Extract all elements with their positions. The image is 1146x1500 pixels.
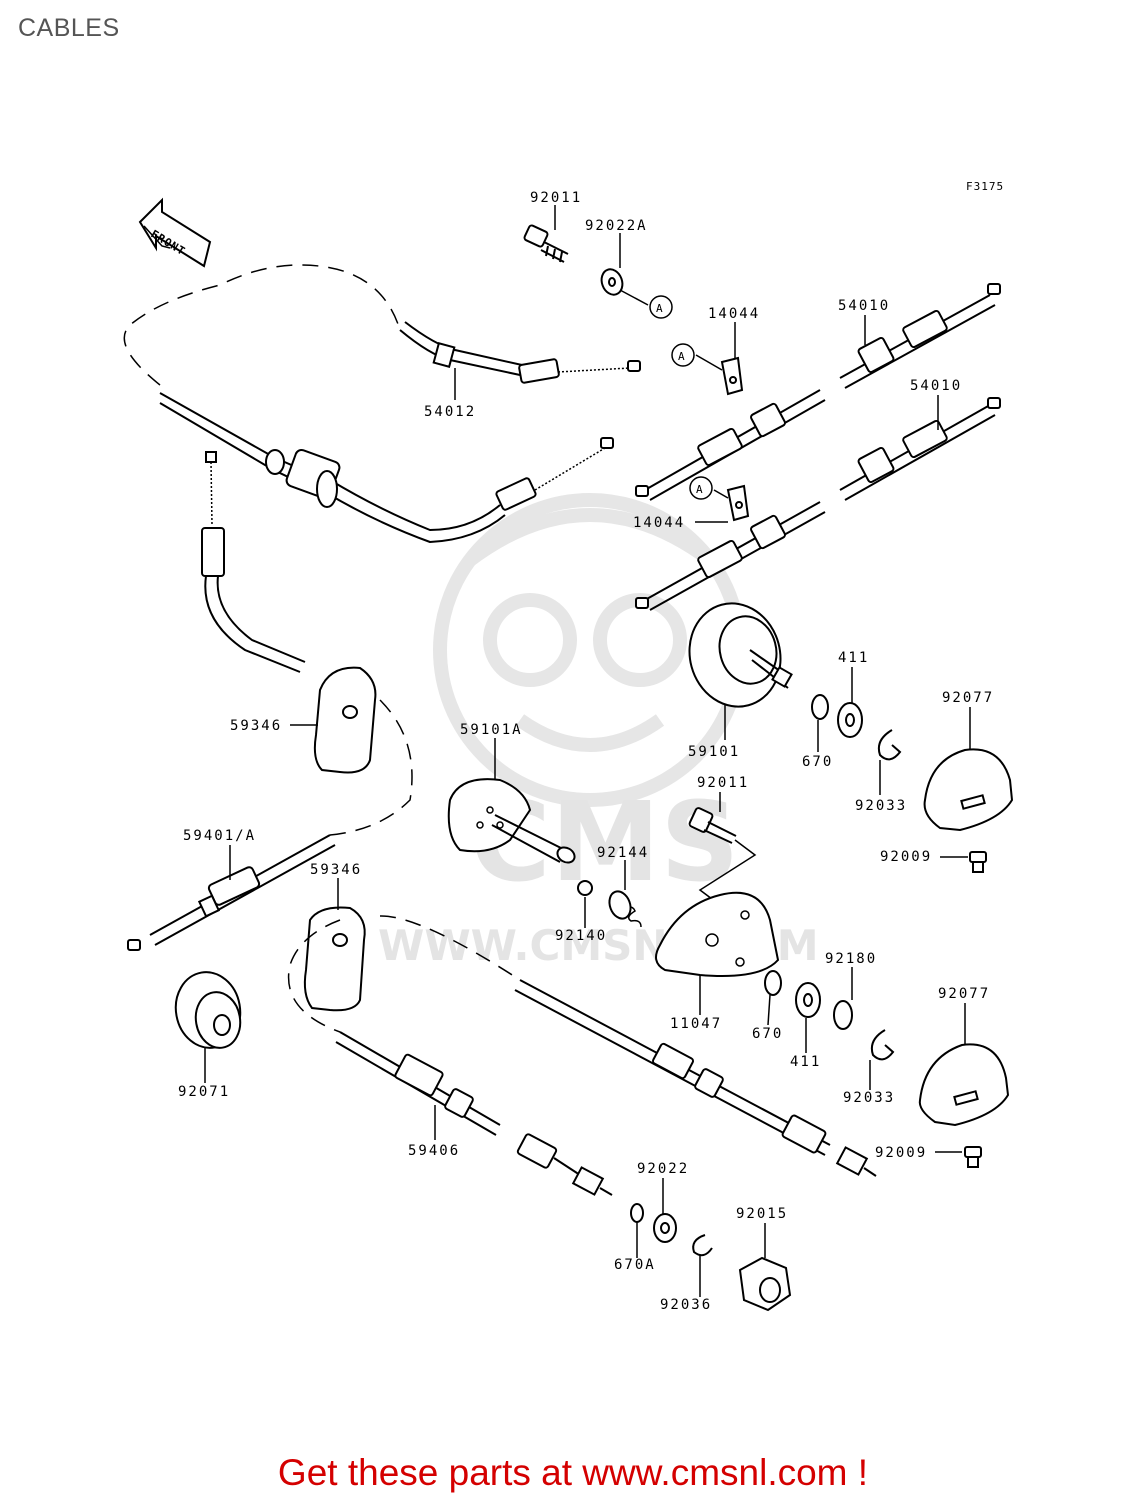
cable-54010-lower: [635, 397, 1001, 611]
label-14044-top: 14044: [708, 306, 760, 322]
o-ring-670A: [630, 1203, 644, 1223]
label-670-top: 670: [802, 754, 833, 770]
o-ring-670-top: [811, 694, 829, 720]
label-411-bot: 411: [790, 1054, 821, 1070]
label-92140: 92140: [555, 928, 607, 944]
label-59346-mid: 59346: [310, 862, 362, 878]
label-11047: 11047: [670, 1016, 722, 1032]
washer-411-bot: [795, 982, 821, 1018]
label-92009-bot: 92009: [875, 1145, 927, 1161]
rubber-block-59346-mid: [303, 906, 366, 1012]
clip-92033-top: [877, 729, 902, 761]
rubber-block-59346-top: [313, 666, 377, 774]
label-670A: 670A: [614, 1257, 656, 1273]
page-title: CABLES: [18, 14, 120, 42]
label-59401A: 59401/A: [183, 828, 256, 844]
knob-92077-bot: [918, 1043, 1010, 1127]
svg-text:A: A: [656, 302, 664, 315]
label-92009-top: 92009: [880, 849, 932, 865]
ball-92140: [577, 880, 593, 896]
washer-92022A: [600, 268, 624, 296]
label-54010-top: 54010: [838, 298, 890, 314]
washer-92180: [833, 1000, 853, 1030]
figure-code: F3175: [966, 180, 1004, 193]
washer-411-top: [837, 702, 863, 738]
label-92077-bot: 92077: [938, 986, 990, 1002]
label-92015: 92015: [736, 1206, 788, 1222]
marker-a-1: A: [649, 295, 673, 319]
label-92011-top: 92011: [530, 190, 582, 206]
label-92033-top: 92033: [855, 798, 907, 814]
label-59406: 59406: [408, 1143, 460, 1159]
bolt-92011-top: [523, 224, 569, 263]
clip-92033-bot: [870, 1029, 895, 1061]
marker-a-3: A: [689, 476, 713, 500]
cable-54010-upper: [635, 283, 1001, 501]
svg-text:A: A: [696, 483, 704, 496]
label-411-top: 411: [838, 650, 869, 666]
label-59101: 59101: [688, 744, 740, 760]
bolt-92011-mid: [688, 807, 757, 921]
label-92022: 92022: [637, 1161, 689, 1177]
lever-59101A: [447, 778, 576, 864]
label-92036: 92036: [660, 1297, 712, 1313]
grommet-92071: [174, 971, 242, 1049]
cable-59406: [287, 915, 877, 1196]
label-92077-top: 92077: [942, 690, 994, 706]
footer-link-text[interactable]: Get these parts at www.cmsnl.com !: [277, 1452, 869, 1493]
label-54010-mid: 54010: [910, 378, 962, 394]
bracket-14044-mid: [726, 484, 750, 522]
label-14044-mid: 14044: [633, 515, 685, 531]
screw-92009-top: [969, 851, 987, 873]
label-92180: 92180: [825, 951, 877, 967]
label-59101A: 59101A: [460, 722, 523, 738]
part-labels: 92011 92022A 14044 54010 54012 54010 140…: [178, 190, 994, 1313]
spring-92144: [608, 890, 642, 928]
o-ring-670-bot: [764, 970, 782, 996]
label-92022A: 92022A: [585, 218, 648, 234]
marker-a-2: A: [671, 343, 695, 367]
leader-lines: [204, 205, 971, 1297]
label-59346-top: 59346: [230, 718, 282, 734]
screw-92009-bot: [964, 1146, 982, 1168]
cms-watermark: CMS WWW.CMSNL.COM: [378, 493, 819, 970]
cable-54012: [123, 264, 641, 544]
label-54012: 54012: [424, 404, 476, 420]
washer-92022: [653, 1213, 677, 1243]
label-92144: 92144: [597, 845, 649, 861]
label-92011-mid: 92011: [697, 775, 749, 791]
plate-11047: [655, 891, 780, 977]
label-670-bot: 670: [752, 1026, 783, 1042]
nut-92015: [738, 1256, 792, 1312]
front-arrow-icon: FRONT: [138, 197, 212, 268]
label-92071: 92071: [178, 1084, 230, 1100]
knob-92077-top: [923, 748, 1014, 832]
spring-washer-92036: [692, 1234, 713, 1257]
pulley-59101: [688, 602, 793, 708]
bracket-14044-top: [720, 356, 744, 396]
cable-left-vertical: [127, 451, 413, 951]
svg-text:A: A: [678, 350, 686, 363]
label-92033-bot: 92033: [843, 1090, 895, 1106]
